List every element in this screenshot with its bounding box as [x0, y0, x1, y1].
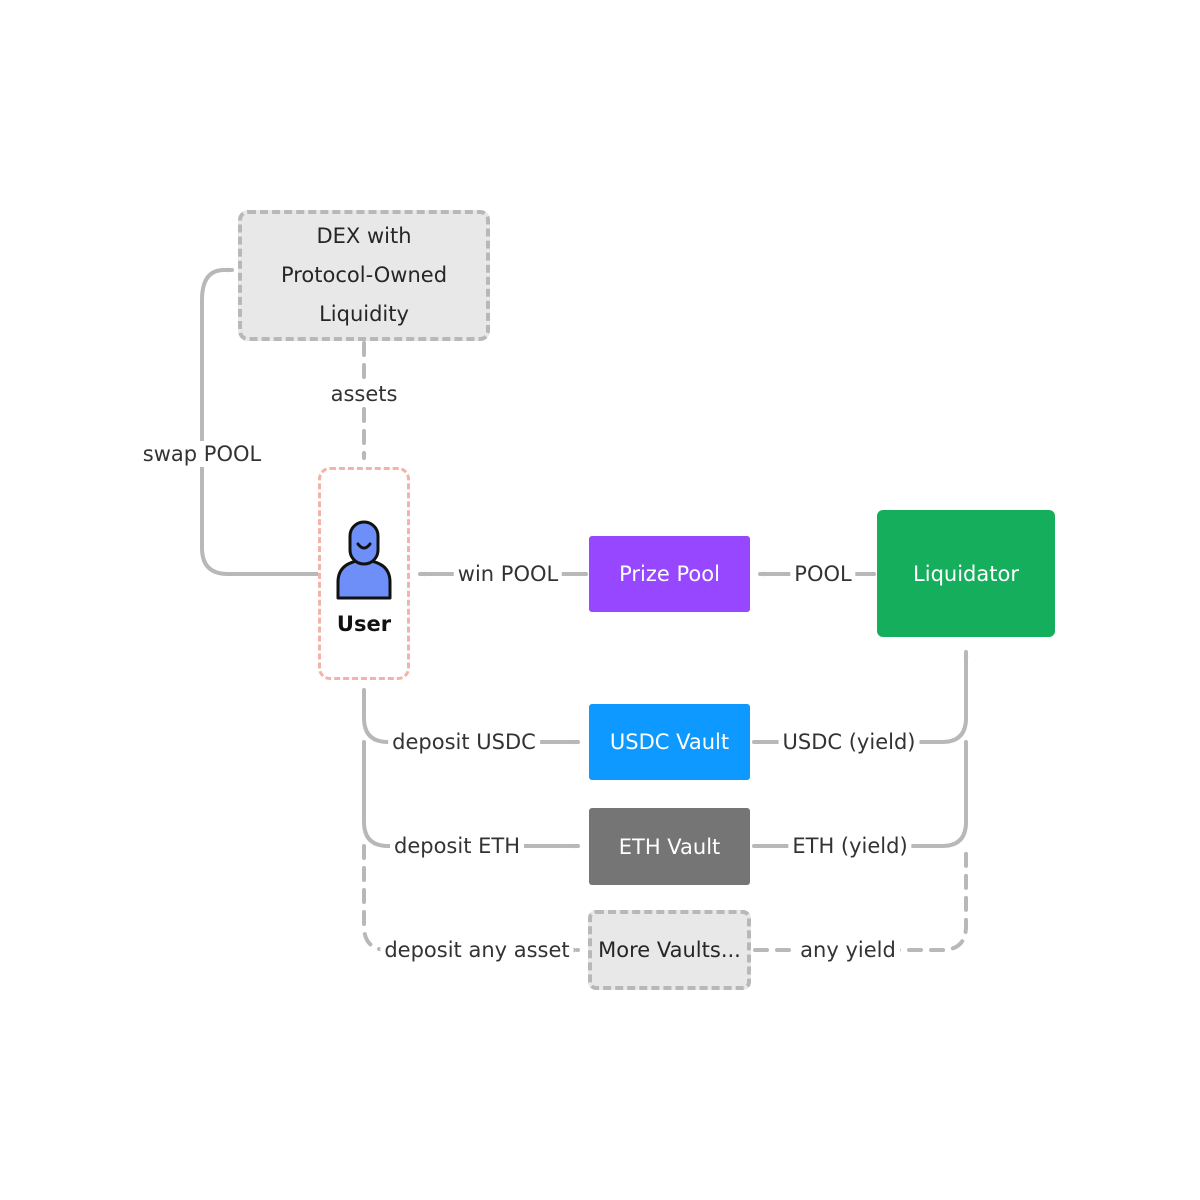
more-vaults-label: More Vaults...: [598, 938, 741, 962]
edge-label-deposit-any: deposit any asset: [380, 937, 574, 963]
prize-pool-label: Prize Pool: [619, 562, 720, 586]
edge-label-win-pool: win POOL: [453, 561, 563, 587]
edge-label-pool: POOL: [790, 561, 856, 587]
usdc-vault-node: USDC Vault: [589, 704, 750, 780]
edge-label-deposit-eth: deposit ETH: [390, 833, 524, 859]
dex-label-line1: DEX with: [316, 224, 412, 248]
liquidator-node: Liquidator: [877, 510, 1055, 637]
edge-label-eth-yield: ETH (yield): [788, 833, 912, 859]
edge-eth-yield: [752, 740, 968, 848]
eth-vault-label: ETH Vault: [618, 834, 721, 859]
edge-label-usdc-yield: USDC (yield): [778, 729, 920, 755]
edge-label-any-yield: any yield: [796, 937, 900, 963]
user-node: User: [318, 467, 410, 680]
more-vaults-node: More Vaults...: [588, 910, 751, 990]
edge-deposit-eth: [362, 740, 580, 849]
edge-label-swap-pool: swap POOL: [138, 441, 266, 467]
dex-label-line2: Protocol-Owned Liquidity: [280, 263, 448, 326]
liquidator-label: Liquidator: [913, 561, 1019, 586]
user-label: User: [336, 612, 392, 636]
edge-deposit-usdc: [362, 688, 580, 745]
edge-deposit-any: [362, 844, 580, 953]
edge-any-yield: [753, 844, 968, 952]
edge-usdc-yield: [752, 650, 969, 744]
usdc-vault-label: USDC Vault: [609, 730, 730, 754]
eth-vault-node: ETH Vault: [589, 808, 750, 885]
prize-pool-node: Prize Pool: [589, 536, 750, 612]
dex-node: DEX with Protocol-Owned Liquidity: [238, 210, 490, 341]
edge-label-deposit-usdc: deposit USDC: [388, 729, 540, 755]
edge-swap-pool: [200, 267, 320, 576]
user-icon: [336, 520, 392, 600]
edge-label-assets: assets: [326, 381, 402, 407]
